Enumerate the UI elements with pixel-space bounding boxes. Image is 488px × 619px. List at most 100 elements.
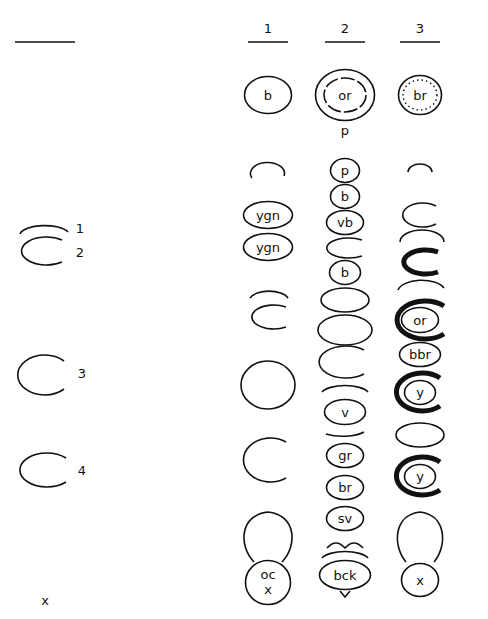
terminal-lobe xyxy=(244,512,292,562)
pigment-band xyxy=(404,250,438,274)
segment-label: b xyxy=(341,265,349,280)
segment-node: ygn xyxy=(242,200,294,230)
segment-ring xyxy=(321,288,369,312)
segment-ring xyxy=(402,564,439,597)
pigment-band xyxy=(396,373,440,411)
segment-label: v xyxy=(341,405,349,420)
segment-ring xyxy=(325,400,366,425)
segment-ring xyxy=(246,560,291,604)
segment-ring xyxy=(396,423,444,447)
callout-number: 1 xyxy=(76,221,84,236)
header-line xyxy=(400,41,440,43)
segment-ring xyxy=(244,234,293,261)
header-line xyxy=(15,41,75,43)
callout-number: 2 xyxy=(341,21,349,36)
segment-ring xyxy=(320,561,371,590)
segment-arc xyxy=(243,438,286,482)
segment-ring xyxy=(327,506,364,530)
segment-ring xyxy=(327,475,364,499)
segment-node: ygn xyxy=(242,232,294,262)
segment-label: bck xyxy=(334,568,357,583)
segment-label: vb xyxy=(337,215,353,230)
segment-node: vb xyxy=(325,209,365,236)
segment-label: x xyxy=(416,573,424,588)
segment-label: ygn xyxy=(256,240,280,255)
segment-arc xyxy=(20,226,68,234)
segment-arc xyxy=(20,453,66,487)
pigment-band xyxy=(396,457,440,495)
segment-ring xyxy=(402,308,439,333)
segment-arc xyxy=(252,305,286,329)
segment-arc xyxy=(327,238,362,258)
segment-arc xyxy=(322,386,368,392)
segment-node: y xyxy=(403,379,437,406)
segment-node: b xyxy=(329,183,361,210)
segment-node: v xyxy=(323,398,367,426)
callout-number: 4 xyxy=(78,463,86,478)
callout-number: x xyxy=(41,593,49,608)
segment-node: gr xyxy=(325,442,365,469)
segment-ring xyxy=(241,361,295,409)
segment-arc xyxy=(250,162,284,178)
terminal-lobe xyxy=(397,512,442,562)
callout-number: 3 xyxy=(416,21,424,36)
segment-label: gr xyxy=(338,448,352,463)
segment-ring xyxy=(405,464,436,488)
segment-label: br xyxy=(338,480,352,495)
segment-node: b xyxy=(243,75,293,115)
segment-label: bbr xyxy=(409,347,431,362)
segment-arc xyxy=(398,280,444,290)
header-line xyxy=(325,41,365,43)
segment-arc xyxy=(322,552,368,558)
segment-label: br xyxy=(413,88,427,103)
segment-node: ocx xyxy=(244,559,292,606)
segment-node: orp xyxy=(314,68,376,122)
callout-number: 3 xyxy=(78,366,86,381)
segment-label: x xyxy=(264,582,272,597)
segment-node: bck xyxy=(318,559,372,591)
segment-label: sv xyxy=(338,511,352,526)
segment-node: sv xyxy=(325,505,365,532)
segment-ring xyxy=(399,76,442,115)
segment-label: or xyxy=(413,313,426,328)
segment-arc xyxy=(250,291,288,298)
segment-ring xyxy=(330,260,361,284)
segment-label: y xyxy=(416,385,424,400)
segment-label: ygn xyxy=(256,208,280,223)
callout-number: 1 xyxy=(264,21,272,36)
inner-ring xyxy=(403,80,437,110)
segment-ring xyxy=(327,443,364,467)
segment-node: x xyxy=(400,562,440,598)
segment-node: b xyxy=(328,259,362,286)
segment-arc xyxy=(319,346,364,378)
segment-node: or xyxy=(400,306,440,334)
segment-node: y xyxy=(403,463,437,490)
segment-label: p xyxy=(341,123,349,138)
segment-node: br xyxy=(397,74,443,116)
callout-number: 2 xyxy=(76,245,84,260)
segment-label: oc xyxy=(260,567,275,582)
segment-label: or xyxy=(338,88,351,103)
segment-ring xyxy=(318,315,372,345)
segment-label: b xyxy=(341,189,349,204)
segment-node: bbr xyxy=(398,341,442,368)
segment-node: br xyxy=(325,474,365,501)
inner-ring xyxy=(324,78,366,112)
segment-ring xyxy=(316,70,375,121)
segment-ring xyxy=(331,184,360,208)
segment-arc xyxy=(326,432,364,436)
segment-label: b xyxy=(264,88,272,103)
segment-label: y xyxy=(416,469,424,484)
segment-label: p xyxy=(341,163,349,178)
segment-arc xyxy=(22,237,62,265)
segment-arc xyxy=(400,230,444,242)
pigment-band xyxy=(397,301,444,339)
segment-ring xyxy=(331,158,360,182)
segment-ring xyxy=(327,210,364,234)
segment-node: p xyxy=(329,157,361,184)
segment-ring xyxy=(400,342,441,366)
segment-arc xyxy=(408,164,432,172)
segment-ring xyxy=(245,77,292,114)
terminal-mark xyxy=(340,591,350,597)
segment-arc xyxy=(403,203,436,227)
